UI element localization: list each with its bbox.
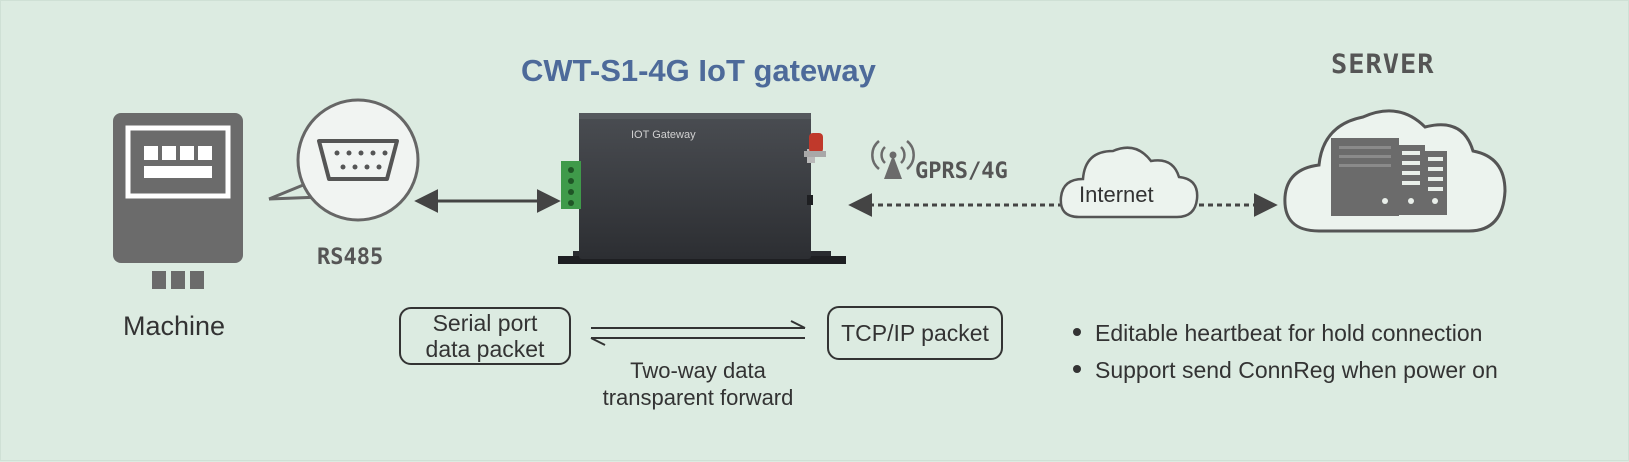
feature-text: Editable heartbeat for hold connection	[1095, 320, 1483, 346]
bullet-icon	[1073, 364, 1081, 373]
rs485-label: RS485	[317, 245, 384, 270]
two-way-forward-arrows	[590, 320, 806, 346]
device-label: IOT Gateway	[631, 129, 696, 141]
feature-text: Support send ConnReg when power on	[1095, 357, 1498, 383]
server-label: SERVER	[1331, 49, 1435, 80]
tcp-box-label: TCP/IP packet	[841, 320, 989, 346]
db9-connector-icon	[268, 98, 420, 222]
machine-label: Machine	[123, 311, 226, 341]
serial-packet-box: Serial port data packet	[399, 307, 571, 365]
serial-box-line2: data packet	[425, 336, 545, 362]
feature-list: Editable heartbeat for hold connection S…	[1073, 315, 1498, 389]
feature-item: Editable heartbeat for hold connection	[1073, 315, 1498, 352]
gprs-label: GPRS/4G	[915, 159, 1008, 184]
forward-caption-line1: Two-way data	[630, 358, 766, 383]
internet-cloud-icon	[1059, 146, 1199, 219]
tcp-packet-box: TCP/IP packet	[827, 306, 1003, 360]
meter-icon	[113, 113, 243, 289]
forward-caption-line2: transparent forward	[602, 385, 794, 410]
forward-caption: Two-way data transparent forward	[591, 357, 805, 411]
internet-label: Internet	[1079, 182, 1154, 207]
antenna-icon	[871, 140, 915, 179]
feature-item: Support send ConnReg when power on	[1073, 352, 1498, 389]
server-rack-icon	[1331, 138, 1447, 216]
bullet-icon	[1073, 327, 1081, 336]
gateway-device	[558, 113, 846, 264]
serial-box-line1: Serial port	[432, 310, 538, 336]
